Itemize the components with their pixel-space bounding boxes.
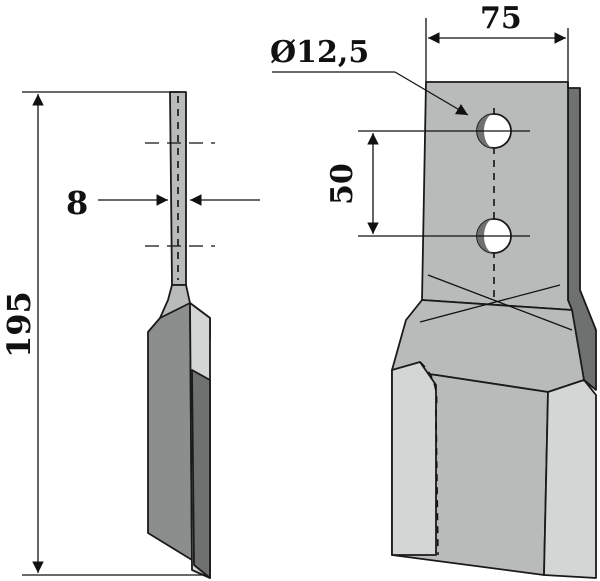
diameter-leader-arrow — [394, 71, 469, 116]
length-label: 195 — [0, 291, 38, 358]
side-view-cutting-face — [147, 302, 193, 561]
front-view-fold-dashes — [419, 361, 439, 556]
lower-mounting-hole — [440, 218, 530, 254]
front-view — [391, 81, 597, 579]
hole-spacing-dimension: 50 — [325, 130, 440, 237]
upper-mounting-hole — [440, 113, 530, 149]
side-view — [145, 91, 215, 579]
length-dimension: 195 — [0, 91, 205, 576]
thickness-label: 8 — [66, 184, 88, 222]
side-view-bevel — [191, 369, 211, 579]
thickness-dimension: 8 — [66, 184, 260, 222]
front-view-left-wing — [391, 361, 437, 556]
hole-spacing-label: 50 — [325, 163, 360, 205]
twist-line-b — [419, 284, 561, 323]
hole-diameter-label: Ø12,5 — [270, 35, 369, 70]
twist-line-a — [427, 274, 573, 331]
front-view-upper-plate — [421, 81, 573, 311]
front-view-right-wing — [543, 379, 597, 579]
width-dimension: 75 — [425, 1, 569, 88]
width-label: 75 — [480, 1, 522, 36]
hole-diameter-callout: Ø12,5 — [270, 35, 469, 116]
